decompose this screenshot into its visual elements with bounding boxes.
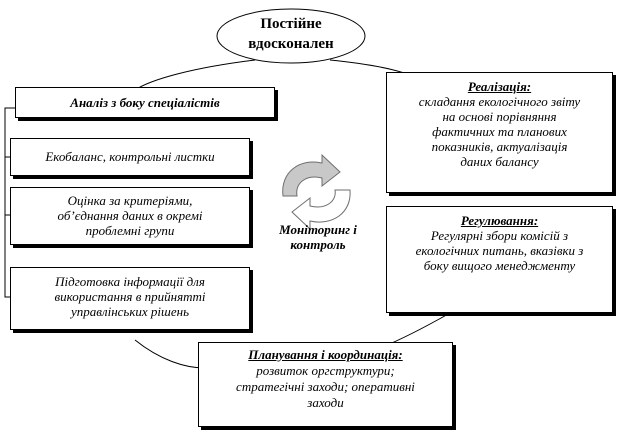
left-bracket xyxy=(4,107,15,298)
top-ellipse-text: Постійне вдосконален xyxy=(248,16,334,52)
analysis-title-box: Аналіз з боку спеціалістів xyxy=(15,87,275,118)
planning-box: Планування і координація: розвиток оргст… xyxy=(198,342,453,427)
monitoring-label: Моніторинг і контроль xyxy=(279,222,357,252)
regulation-box: Регулювання: Регулярні збори комісій з е… xyxy=(386,206,613,313)
analysis-item-ecobalance: Екобаланс, контрольні листки xyxy=(10,138,250,176)
arc-top-left xyxy=(134,59,256,91)
analysis-item-criteria: Оцінка за критеріями, об’єднання даних в… xyxy=(10,187,250,245)
analysis-item-preparation: Підготовка інформації для використання в… xyxy=(10,267,250,330)
arc-bottom-left xyxy=(134,339,206,369)
cycle-arrows-icon xyxy=(282,153,351,231)
top-ellipse xyxy=(216,8,366,64)
realization-box: Реалізація: складання екологічного звіту… xyxy=(386,72,613,193)
